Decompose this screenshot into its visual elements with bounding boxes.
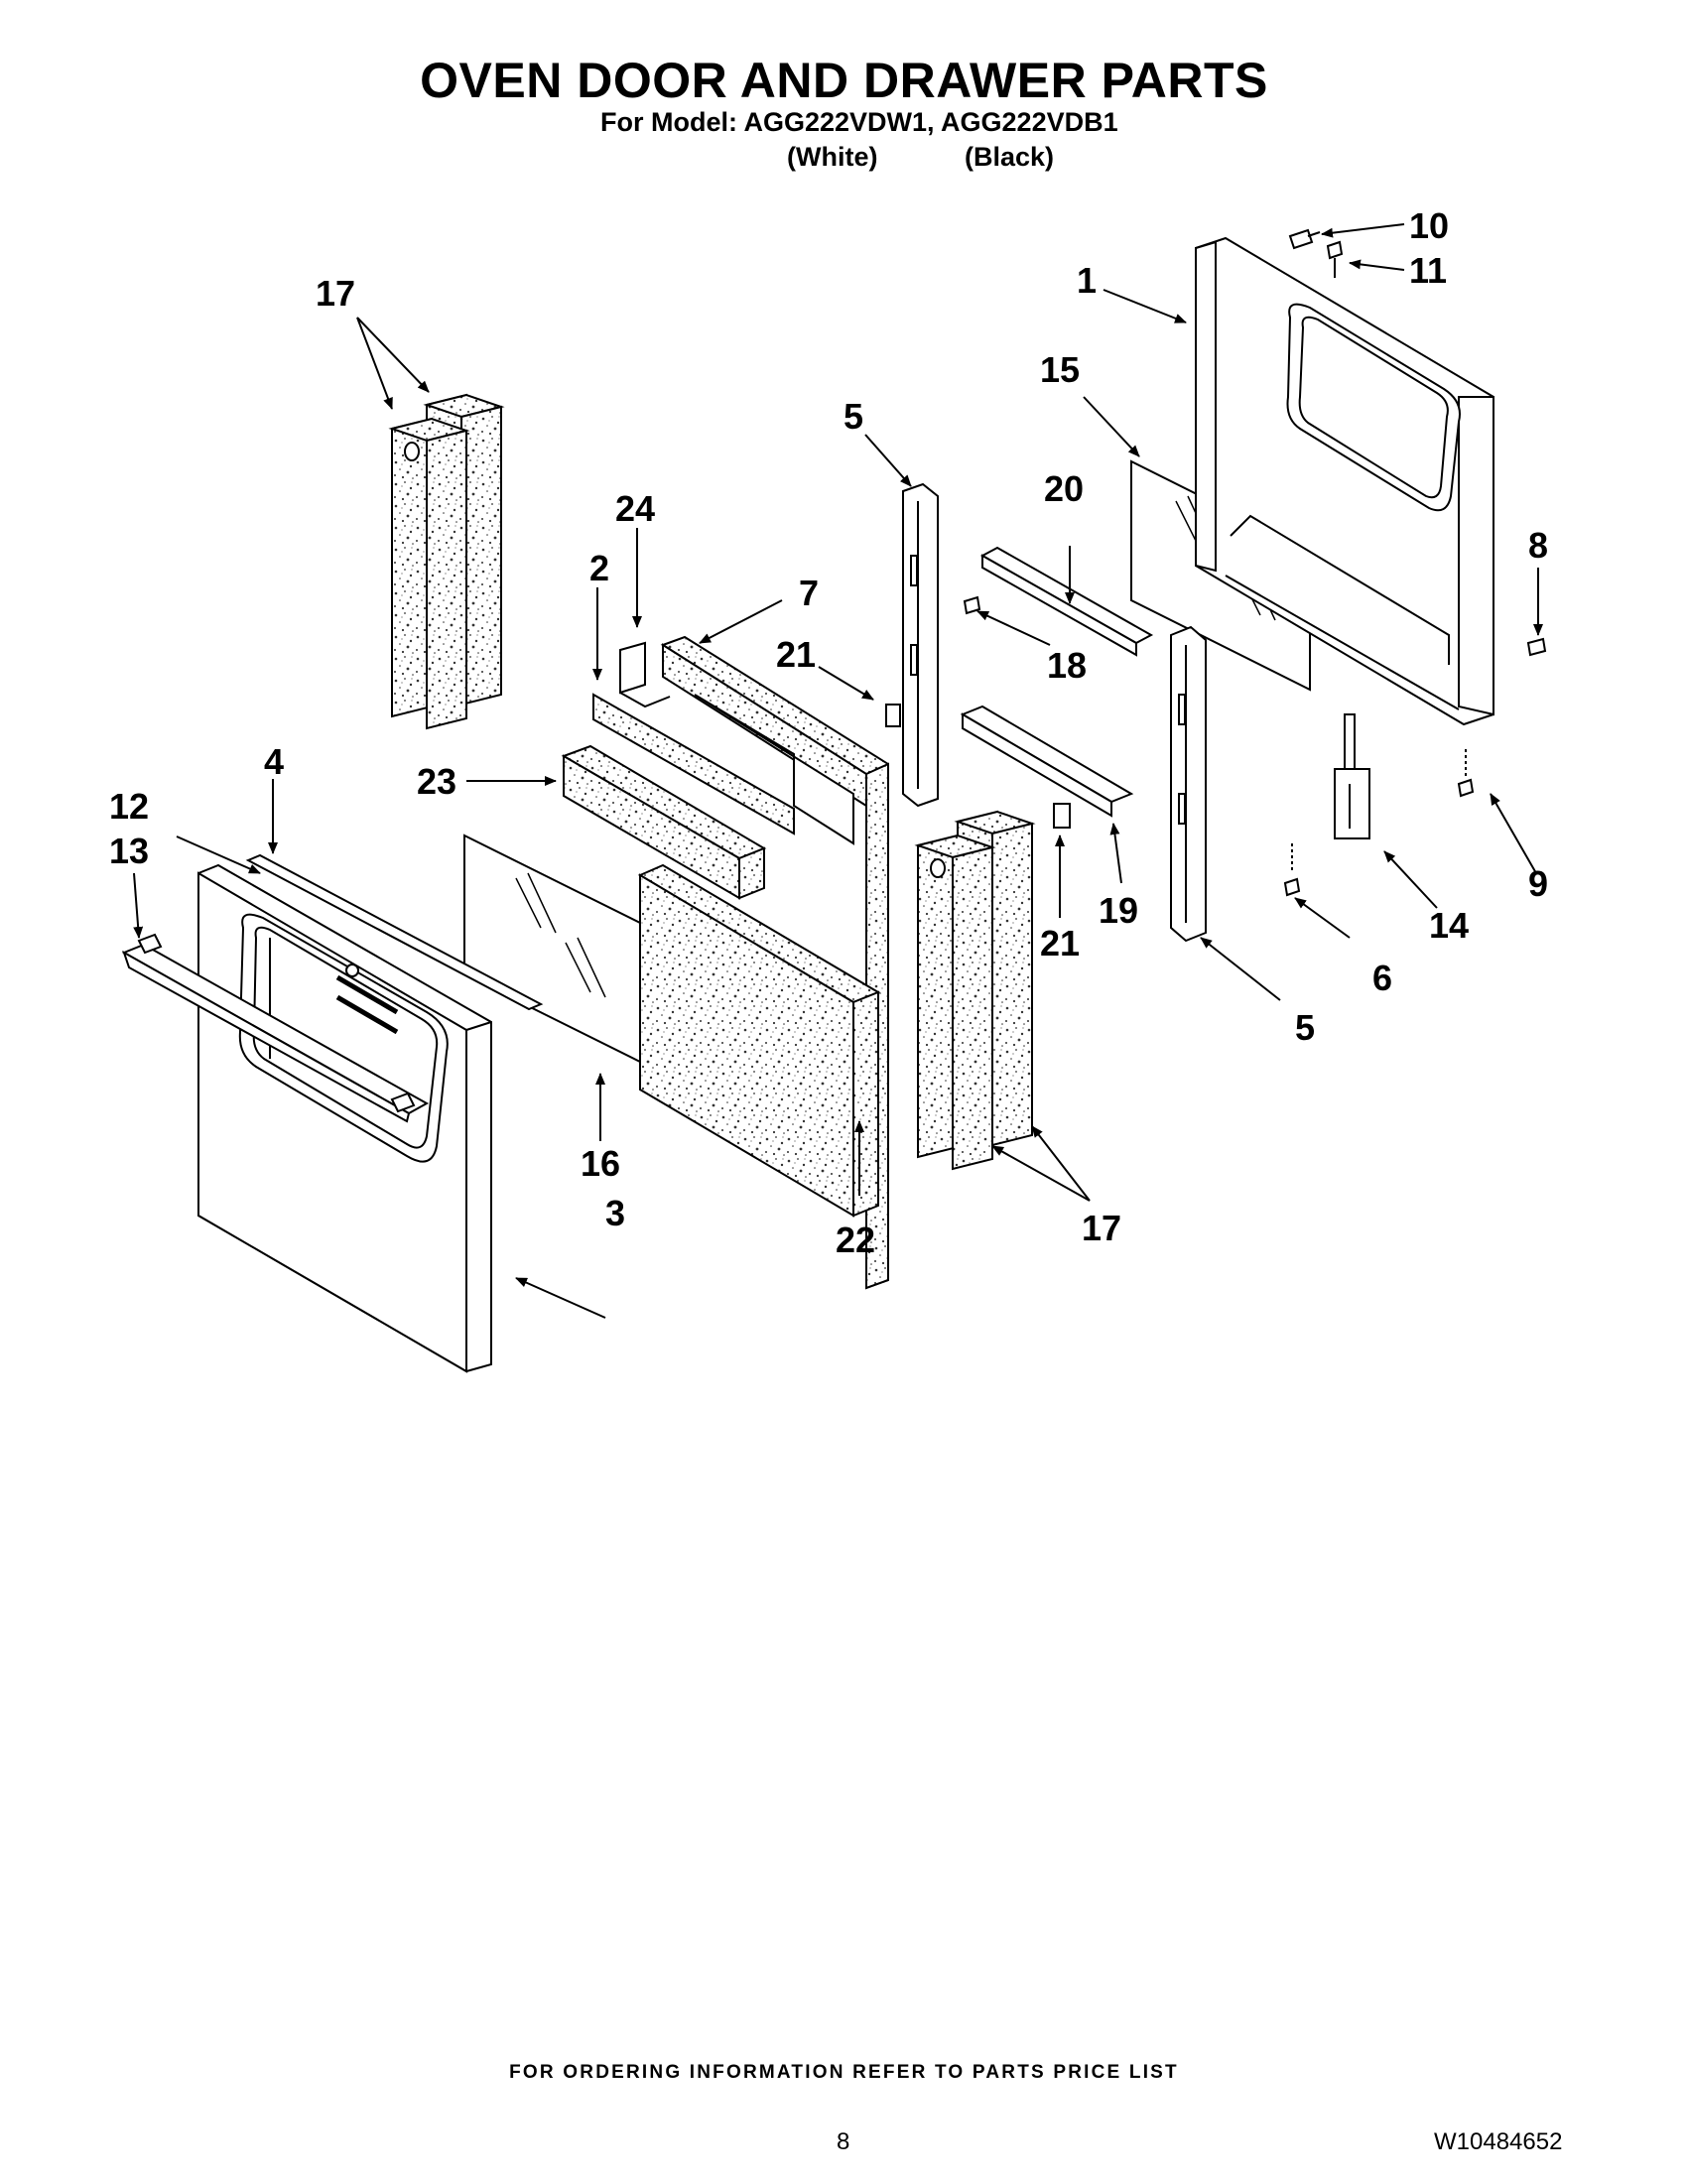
- callout-12: 12: [109, 786, 149, 827]
- callout-13: 13: [109, 831, 149, 871]
- callout-15: 15: [1040, 349, 1080, 390]
- insulation-strip: [592, 693, 795, 835]
- callout-17-upper: 17: [316, 273, 355, 314]
- variant-white: (White): [787, 142, 878, 172]
- door-handle: [121, 933, 430, 1123]
- outer-door-panel: [197, 863, 492, 1373]
- page-title: OVEN DOOR AND DRAWER PARTS: [420, 53, 1268, 108]
- callout-21-upper: 21: [776, 634, 816, 675]
- hinge-channel-left: [902, 482, 939, 808]
- callout-22: 22: [836, 1220, 875, 1260]
- callout-18: 18: [1047, 645, 1087, 686]
- page-number: 8: [837, 2128, 850, 2155]
- door-gasket-strip: [245, 853, 544, 1011]
- callout-3: 3: [605, 1193, 625, 1233]
- screws: [963, 228, 1547, 897]
- door-liner: [1195, 236, 1494, 726]
- insulation-bar: [561, 744, 767, 900]
- clip-lower: [1053, 803, 1071, 829]
- callout-10: 10: [1409, 205, 1449, 246]
- callout-4: 4: [264, 741, 284, 782]
- callout-17-lower: 17: [1082, 1208, 1121, 1248]
- clip-upper: [885, 704, 901, 727]
- callout-16: 16: [581, 1143, 620, 1184]
- door-hinge: [1334, 713, 1370, 839]
- variant-black: (Black): [965, 142, 1055, 172]
- callout-9: 9: [1528, 863, 1548, 904]
- callout-1: 1: [1077, 260, 1097, 301]
- inner-glass: [463, 834, 641, 1064]
- callout-20: 20: [1044, 468, 1084, 509]
- callout-leaders: [133, 223, 1543, 1319]
- trim-strip: [960, 705, 1134, 818]
- callout-2: 2: [589, 548, 609, 588]
- insulation-block-lower: [914, 810, 1036, 1171]
- insulation-panel: [637, 863, 881, 1218]
- callout-6: 6: [1372, 958, 1392, 998]
- hinge-channel-right: [1170, 625, 1207, 943]
- document-id: W10484652: [1434, 2128, 1563, 2155]
- callout-5-upper: 5: [844, 396, 863, 437]
- small-bracket: [619, 641, 671, 708]
- ordering-note: FOR ORDERING INFORMATION REFER TO PARTS …: [509, 2062, 1179, 2083]
- callout-14: 14: [1429, 905, 1469, 946]
- hinge-rail: [979, 546, 1154, 657]
- model-line: For Model: AGG222VDW1, AGG222VDB1: [600, 107, 1118, 137]
- callout-19: 19: [1099, 890, 1138, 931]
- insulation-block-upper: [388, 393, 505, 730]
- callout-21-lower: 21: [1040, 923, 1080, 964]
- callout-23: 23: [417, 761, 456, 802]
- callout-11: 11: [1409, 250, 1447, 291]
- callout-7: 7: [799, 573, 819, 613]
- callout-5-lower: 5: [1295, 1007, 1315, 1048]
- callout-24: 24: [615, 488, 655, 529]
- callout-8: 8: [1528, 525, 1548, 566]
